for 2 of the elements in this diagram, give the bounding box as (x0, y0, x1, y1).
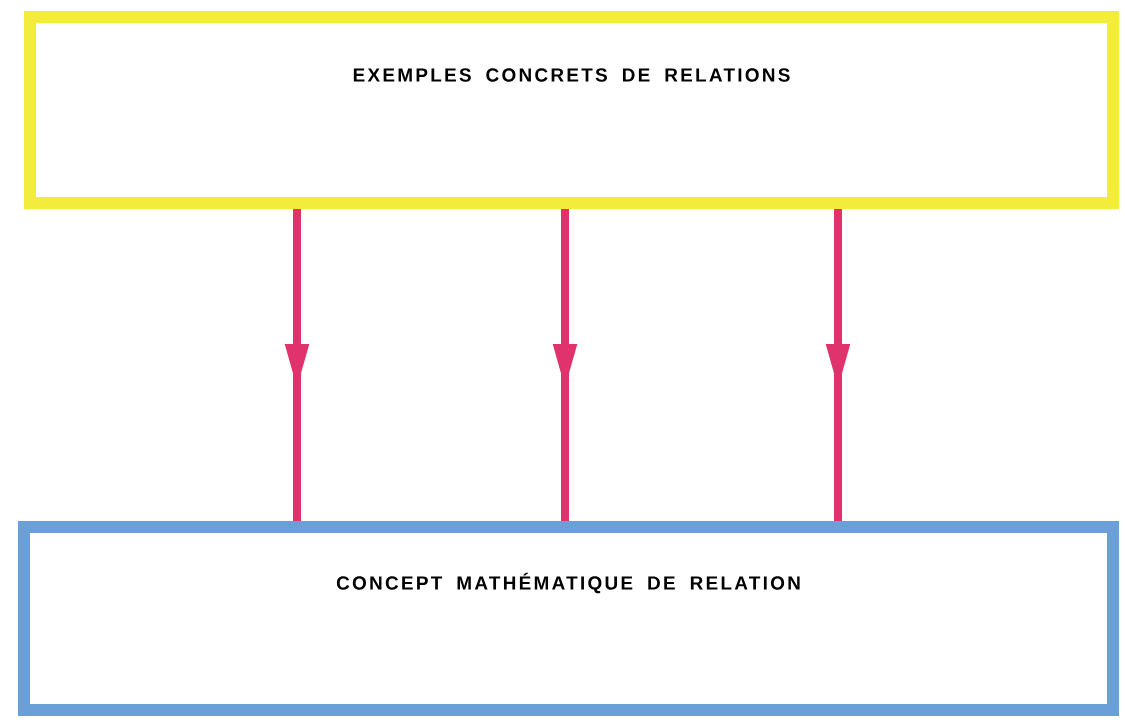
text-box: EXEMPLES CONCRETS DE RELATIONS (24, 11, 1119, 209)
text-box: CONCEPT MATHÉMATIQUE DE RELATION (18, 521, 1119, 716)
